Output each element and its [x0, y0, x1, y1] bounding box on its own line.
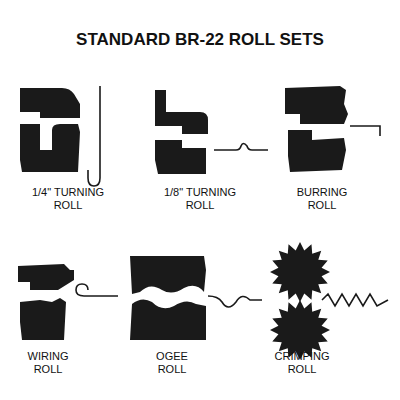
crimping-roll — [270, 242, 388, 360]
roll-label: WIRING ROLL — [17, 350, 79, 376]
upper-roll — [285, 86, 348, 124]
diagram-title: STANDARD BR-22 ROLL SETS — [76, 30, 324, 50]
roll-label: 1/8" TURNING ROLL — [155, 186, 245, 212]
upper-roll — [20, 88, 80, 118]
lower-roll — [20, 124, 80, 172]
upper-crimp-gear — [270, 242, 330, 302]
roll-label: BURRING ROLL — [291, 186, 353, 212]
ogee-profile — [208, 296, 262, 307]
lower-roll — [155, 140, 206, 174]
lower-roll — [130, 299, 206, 340]
lower-roll — [288, 130, 346, 172]
hook-profile — [88, 86, 100, 186]
upper-roll — [155, 90, 208, 134]
roll-label: 1/4" TURNING ROLL — [23, 186, 113, 212]
burred-edge-profile — [350, 126, 380, 136]
lower-roll — [20, 298, 66, 340]
upper-roll — [130, 256, 206, 294]
roll-label: CRIMPING ROLL — [264, 350, 340, 376]
wired-edge-profile — [76, 284, 118, 296]
upper-roll — [18, 264, 74, 290]
crimped-profile — [322, 294, 388, 306]
turned-edge-profile — [214, 144, 268, 151]
roll-label: OGEE ROLL — [144, 350, 200, 376]
